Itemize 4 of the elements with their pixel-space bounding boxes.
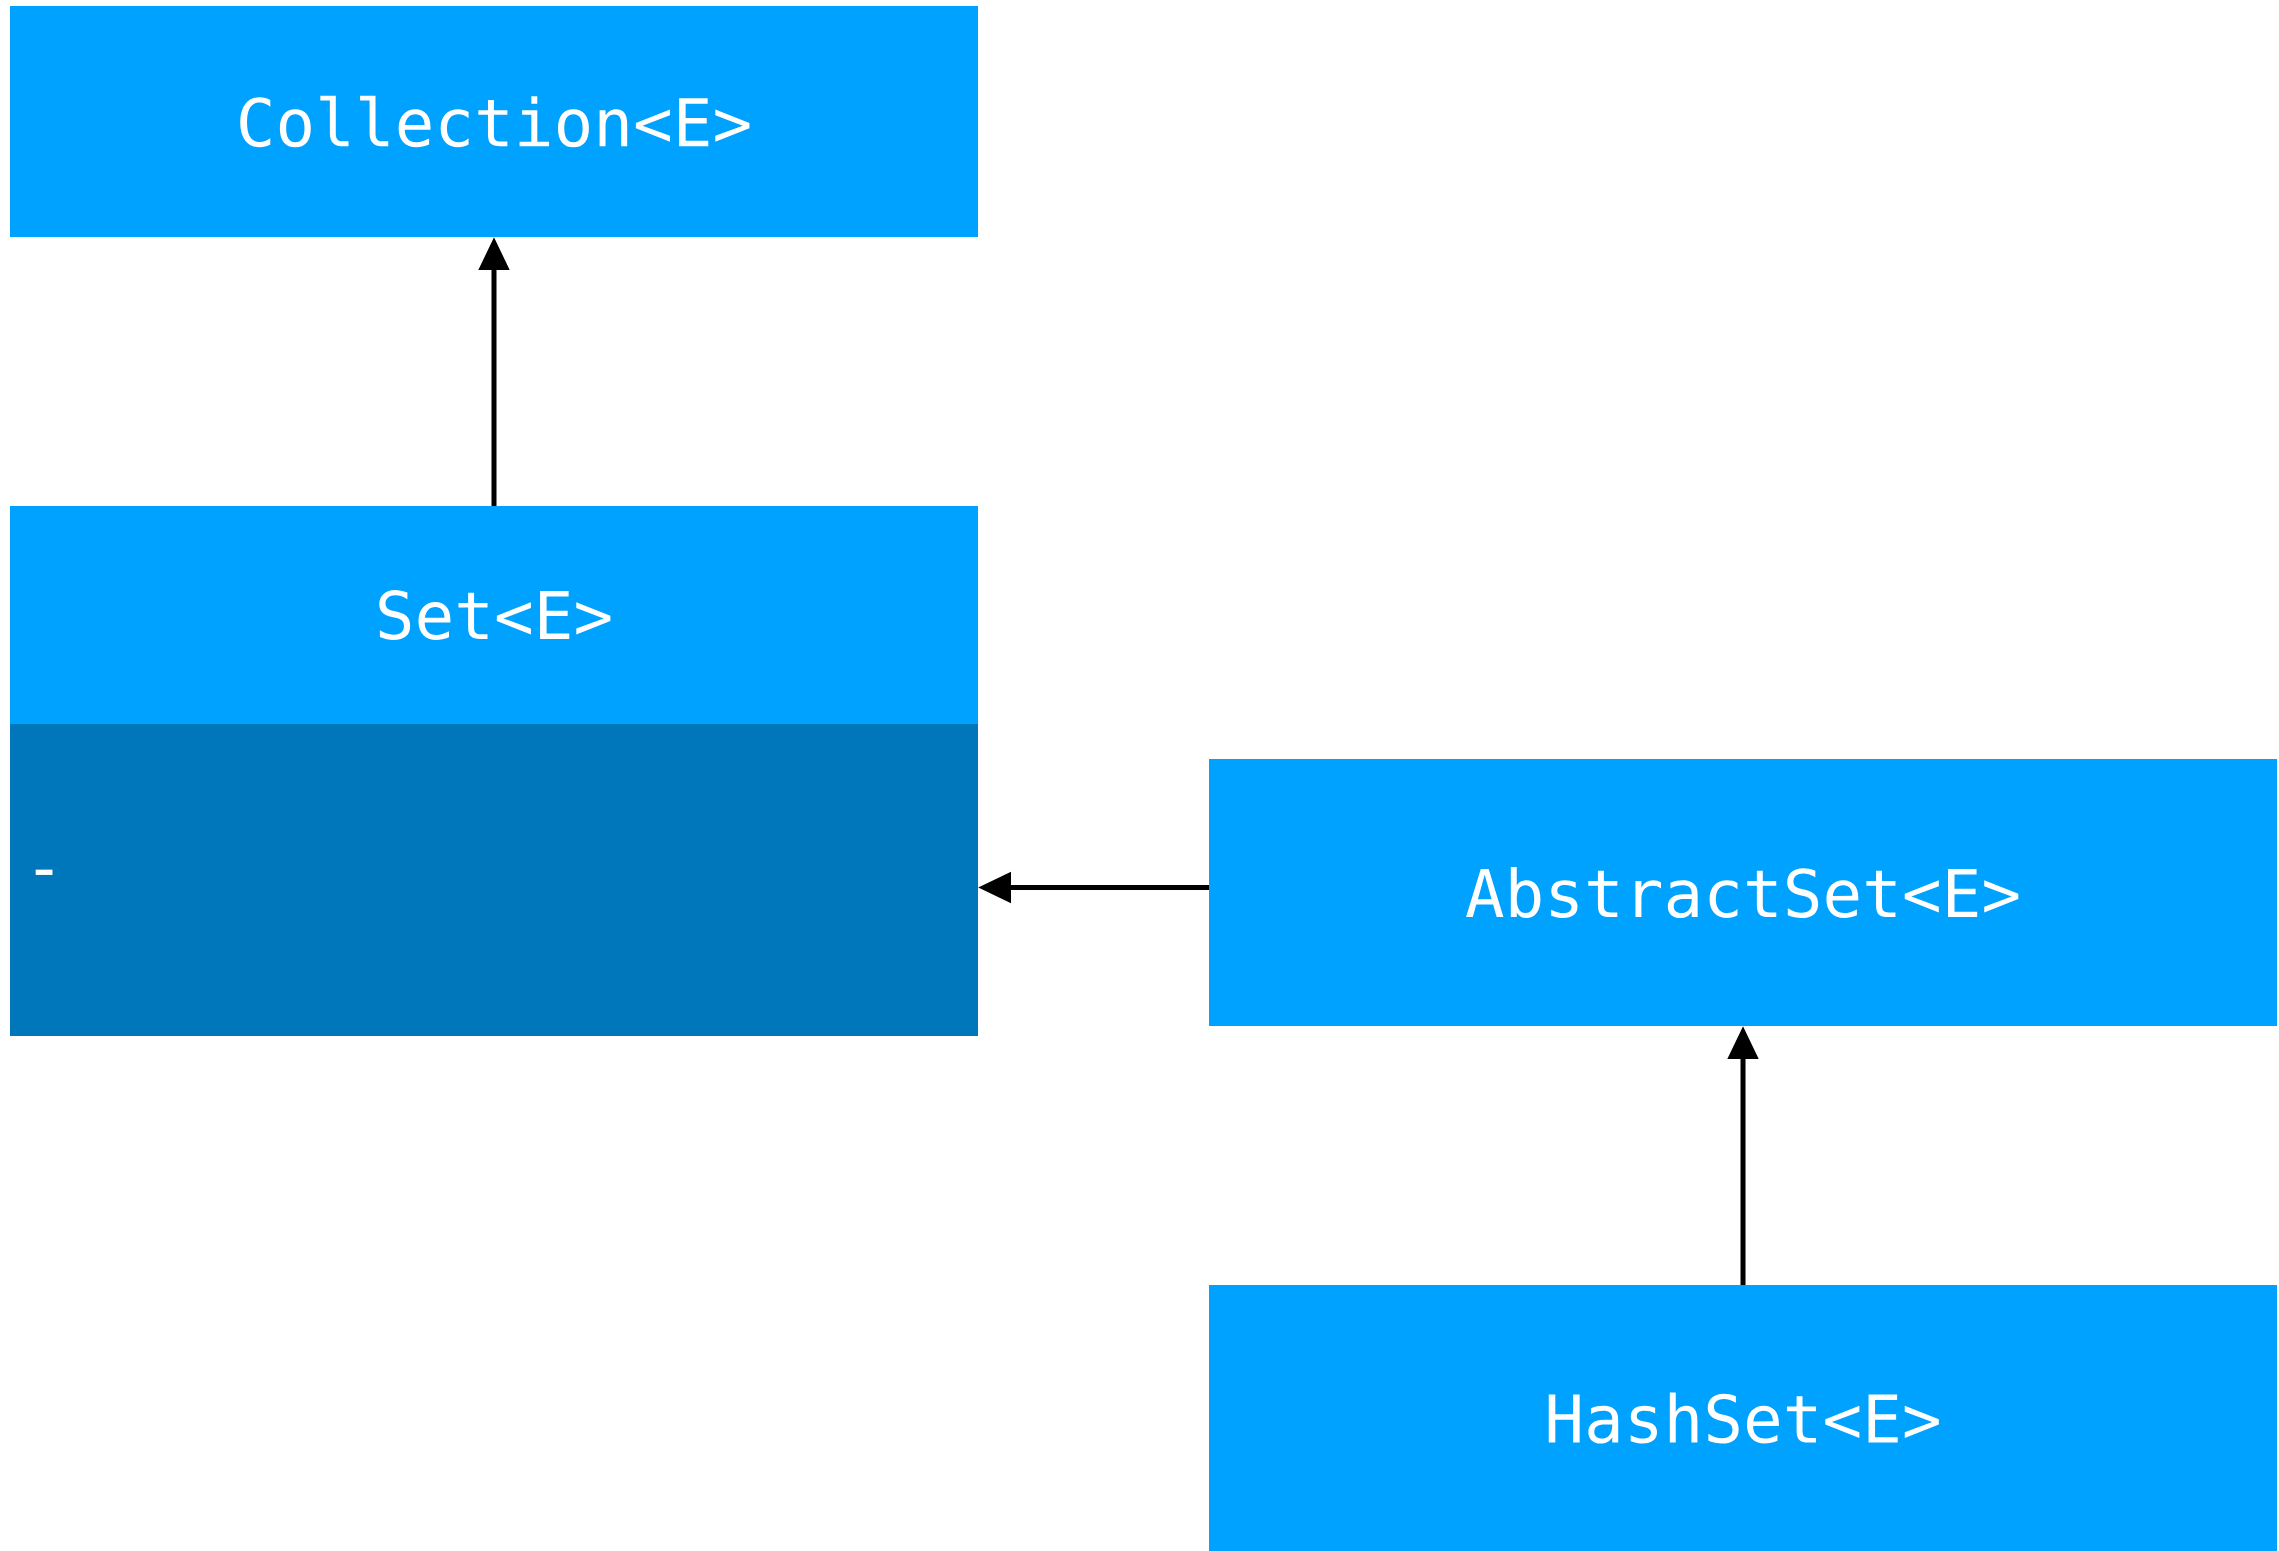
class-box: AbstractSet<E> xyxy=(1209,759,2277,1026)
class-box: HashSet<E> xyxy=(1209,1285,2277,1551)
class-box: Set<E> - xyxy=(10,506,978,1036)
class-box: Collection<E> xyxy=(10,6,978,237)
